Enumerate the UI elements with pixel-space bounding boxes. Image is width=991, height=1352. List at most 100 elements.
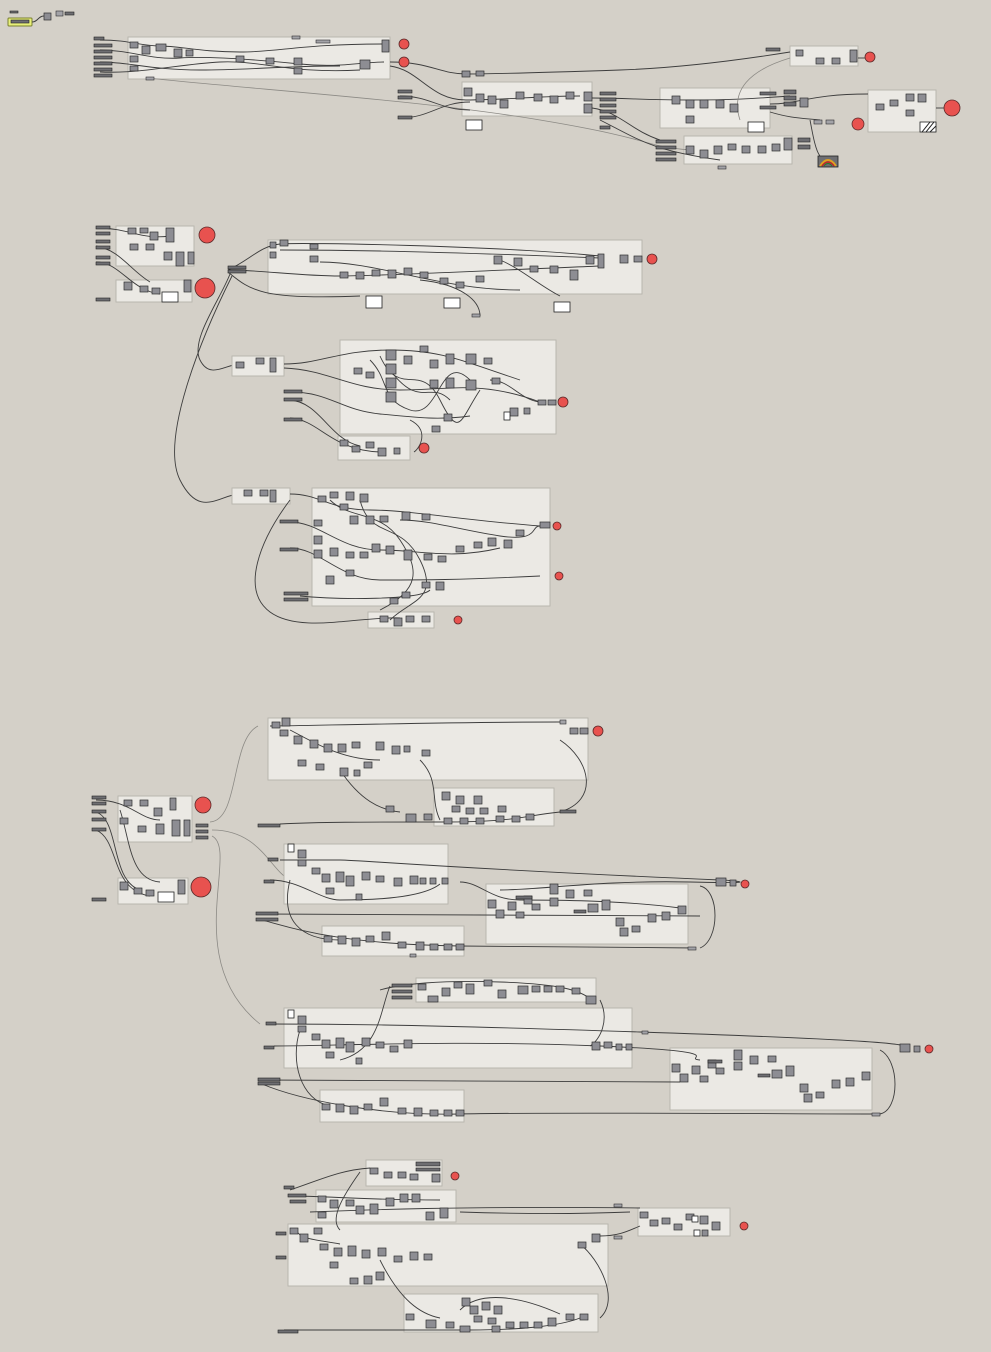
- component-node[interactable]: [385, 1197, 395, 1207]
- component-node[interactable]: [875, 103, 885, 111]
- component-node[interactable]: [393, 447, 401, 455]
- component-node[interactable]: [169, 797, 177, 811]
- component-node[interactable]: [389, 1045, 399, 1053]
- component-node[interactable]: [421, 581, 431, 589]
- component-node[interactable]: [813, 119, 823, 125]
- component-node[interactable]: [445, 1321, 455, 1329]
- component-node[interactable]: [145, 243, 155, 251]
- component-node[interactable]: [365, 441, 375, 449]
- component-node[interactable]: [413, 1107, 423, 1117]
- component-node[interactable]: [771, 143, 781, 152]
- component-node[interactable]: [349, 515, 359, 525]
- text-panel[interactable]: [693, 1229, 701, 1237]
- component-node[interactable]: [437, 555, 447, 563]
- component-node[interactable]: [55, 10, 64, 17]
- component-node[interactable]: [493, 1305, 503, 1315]
- component-node[interactable]: [359, 493, 369, 503]
- component-node[interactable]: [365, 515, 375, 525]
- component-node[interactable]: [503, 539, 513, 549]
- component-node[interactable]: [385, 349, 397, 361]
- component-node[interactable]: [353, 769, 361, 777]
- component-node[interactable]: [141, 45, 151, 55]
- component-node[interactable]: [171, 819, 181, 837]
- component-node[interactable]: [297, 759, 307, 767]
- component-node[interactable]: [385, 377, 397, 389]
- component-node[interactable]: [335, 1103, 345, 1113]
- component-node[interactable]: [431, 425, 441, 433]
- component-node[interactable]: [615, 917, 625, 927]
- selected-component[interactable]: [7, 10, 75, 27]
- component-node[interactable]: [375, 1041, 385, 1049]
- component-node[interactable]: [399, 1193, 409, 1203]
- component-node[interactable]: [409, 1251, 419, 1261]
- component-node[interactable]: [441, 987, 451, 997]
- component-node[interactable]: [549, 95, 559, 104]
- component-node[interactable]: [729, 879, 737, 887]
- component-node[interactable]: [43, 12, 52, 21]
- text-panel[interactable]: [161, 291, 179, 303]
- component-node[interactable]: [311, 1033, 321, 1041]
- component-node[interactable]: [405, 1313, 415, 1321]
- component-node[interactable]: [443, 413, 453, 422]
- group-box[interactable]: [283, 843, 449, 905]
- component-node[interactable]: [431, 1173, 441, 1183]
- component-node[interactable]: [455, 795, 465, 805]
- component-node[interactable]: [465, 353, 477, 365]
- component-node[interactable]: [475, 70, 485, 77]
- component-node[interactable]: [403, 1039, 413, 1049]
- component-node[interactable]: [799, 97, 809, 108]
- component-node[interactable]: [491, 1325, 501, 1333]
- component-node[interactable]: [459, 1325, 471, 1333]
- component-node[interactable]: [583, 91, 593, 102]
- component-node[interactable]: [913, 1045, 921, 1053]
- component-node[interactable]: [733, 1049, 743, 1061]
- component-node[interactable]: [547, 399, 557, 406]
- component-node[interactable]: [641, 1030, 649, 1035]
- component-node[interactable]: [499, 99, 509, 109]
- component-node[interactable]: [243, 489, 253, 497]
- component-node[interactable]: [473, 541, 483, 549]
- component-node[interactable]: [335, 1037, 345, 1049]
- component-node[interactable]: [577, 1241, 587, 1249]
- component-node[interactable]: [803, 1093, 813, 1103]
- component-node[interactable]: [363, 761, 373, 769]
- component-node[interactable]: [321, 873, 331, 883]
- component-node[interactable]: [365, 371, 375, 379]
- component-node[interactable]: [155, 43, 167, 52]
- component-node[interactable]: [625, 1043, 633, 1051]
- component-node[interactable]: [597, 253, 605, 269]
- component-node[interactable]: [799, 1083, 809, 1093]
- component-node[interactable]: [403, 745, 411, 753]
- component-node[interactable]: [531, 903, 541, 911]
- component-node[interactable]: [397, 1107, 407, 1115]
- component-node[interactable]: [785, 1065, 795, 1077]
- component-node[interactable]: [547, 1317, 557, 1327]
- component-node[interactable]: [729, 103, 739, 113]
- component-node[interactable]: [355, 893, 363, 901]
- text-panel[interactable]: [157, 891, 175, 903]
- component-node[interactable]: [549, 897, 559, 907]
- component-node[interactable]: [355, 271, 365, 280]
- component-node[interactable]: [129, 55, 139, 63]
- component-node[interactable]: [679, 1073, 689, 1083]
- component-node[interactable]: [691, 1065, 701, 1075]
- component-node[interactable]: [403, 355, 413, 365]
- red-circle-icon[interactable]: [592, 725, 604, 737]
- component-node[interactable]: [711, 1221, 721, 1231]
- component-node[interactable]: [483, 357, 493, 365]
- component-node[interactable]: [445, 377, 455, 389]
- component-node[interactable]: [339, 271, 349, 279]
- component-node[interactable]: [419, 271, 429, 279]
- red-circle-icon[interactable]: [740, 879, 750, 889]
- component-node[interactable]: [165, 227, 175, 243]
- component-node[interactable]: [369, 1167, 379, 1175]
- hatch-pattern-icon[interactable]: [919, 121, 937, 133]
- component-node[interactable]: [795, 49, 804, 57]
- component-node[interactable]: [317, 1195, 327, 1203]
- component-node[interactable]: [145, 76, 155, 81]
- component-node[interactable]: [401, 591, 411, 599]
- component-node[interactable]: [379, 615, 389, 623]
- component-node[interactable]: [491, 377, 501, 385]
- component-node[interactable]: [349, 1277, 359, 1285]
